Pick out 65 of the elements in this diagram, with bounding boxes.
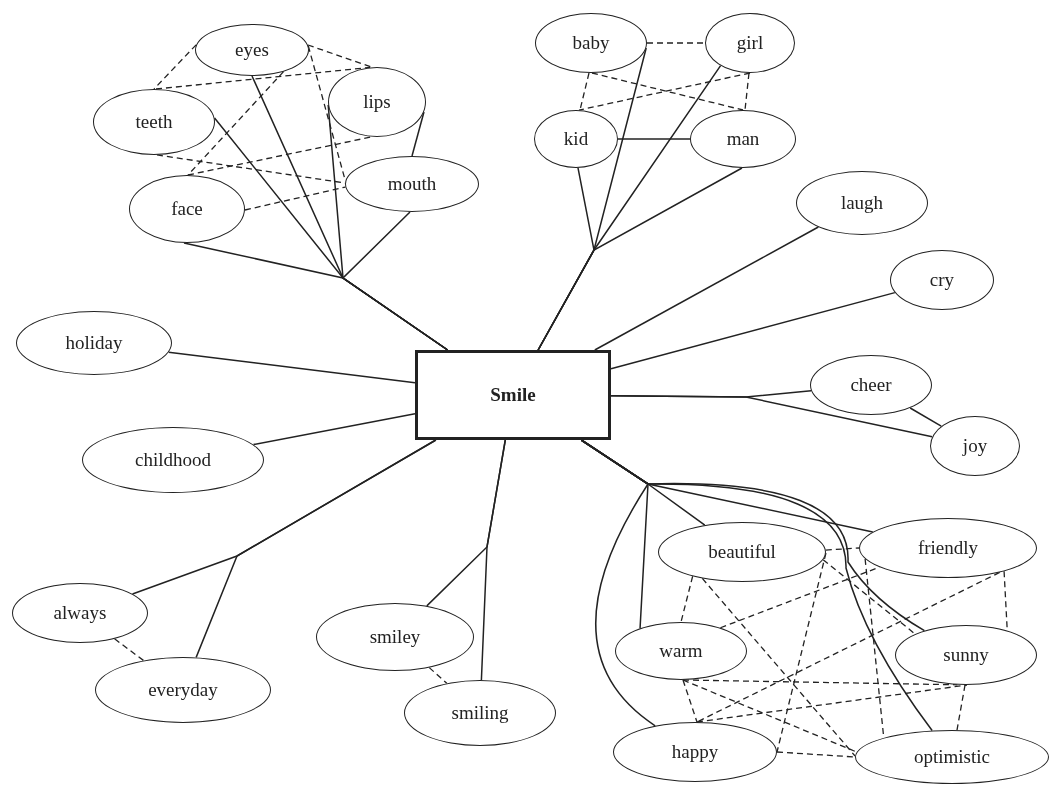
dashed-connector	[428, 667, 448, 684]
concept-ellipse	[615, 622, 747, 680]
node-label: man	[726, 128, 760, 150]
dashed-connector	[244, 186, 347, 211]
node-label: optimistic	[914, 746, 990, 768]
connector-line	[480, 439, 507, 681]
node-label: lips	[363, 91, 391, 113]
node-label: eyes	[235, 39, 269, 61]
node-label: everyday	[148, 679, 218, 701]
connector-line	[610, 291, 896, 370]
node-label: smiley	[369, 626, 421, 648]
node-label: beautiful	[708, 541, 776, 563]
connector-line	[580, 439, 933, 732]
connector-line	[909, 407, 942, 427]
connector-line	[252, 413, 416, 446]
concept-ellipse	[328, 67, 426, 137]
dashed-connector	[113, 638, 145, 662]
dashed-connector	[153, 44, 197, 90]
node-label: joy	[962, 435, 988, 457]
connector-line	[167, 351, 416, 384]
dashed-connector	[956, 684, 966, 731]
node-label: holiday	[65, 332, 123, 354]
node-label: mouth	[387, 173, 437, 195]
dashed-connector	[579, 72, 590, 111]
connector-line	[610, 395, 933, 438]
concept-ellipse	[93, 89, 215, 155]
node-label: girl	[736, 32, 764, 54]
node-label: laugh	[840, 192, 884, 214]
connector-line	[341, 211, 449, 351]
concept-ellipse	[535, 13, 647, 73]
node-label: happy	[671, 741, 719, 763]
concept-ellipse	[534, 110, 618, 168]
central-concept-box	[415, 350, 611, 440]
connector-line	[411, 111, 425, 157]
node-label: friendly	[917, 537, 979, 559]
dashed-connector	[744, 72, 750, 111]
node-label: teeth	[135, 111, 173, 133]
node-label: face	[171, 198, 203, 220]
concept-ellipse	[658, 522, 826, 582]
dashed-connector	[701, 577, 856, 757]
node-label: Smile	[490, 384, 536, 406]
dashed-connector	[680, 575, 694, 623]
dashed-connector	[646, 42, 706, 44]
node-label: childhood	[135, 449, 211, 471]
dashed-connector	[696, 571, 1001, 723]
connector-line	[617, 138, 691, 140]
node-label: cry	[929, 269, 955, 291]
node-label: kid	[563, 128, 589, 150]
dashed-connector	[682, 679, 698, 723]
connector-line	[537, 167, 743, 351]
dashed-connector	[825, 547, 860, 551]
dashed-connector	[682, 679, 858, 753]
node-label: cheer	[850, 374, 892, 396]
node-label: always	[53, 602, 107, 624]
connector-line	[195, 439, 437, 659]
dashed-connector	[307, 44, 373, 68]
concept-ellipse	[345, 156, 479, 212]
node-label: sunny	[943, 644, 989, 666]
dashed-connector	[822, 559, 916, 635]
connector-line	[594, 226, 820, 351]
dashed-connector	[776, 751, 856, 758]
node-label: smiling	[451, 702, 509, 724]
concept-ellipse	[895, 625, 1037, 685]
node-label: warm	[659, 640, 703, 662]
node-label: baby	[572, 32, 610, 54]
